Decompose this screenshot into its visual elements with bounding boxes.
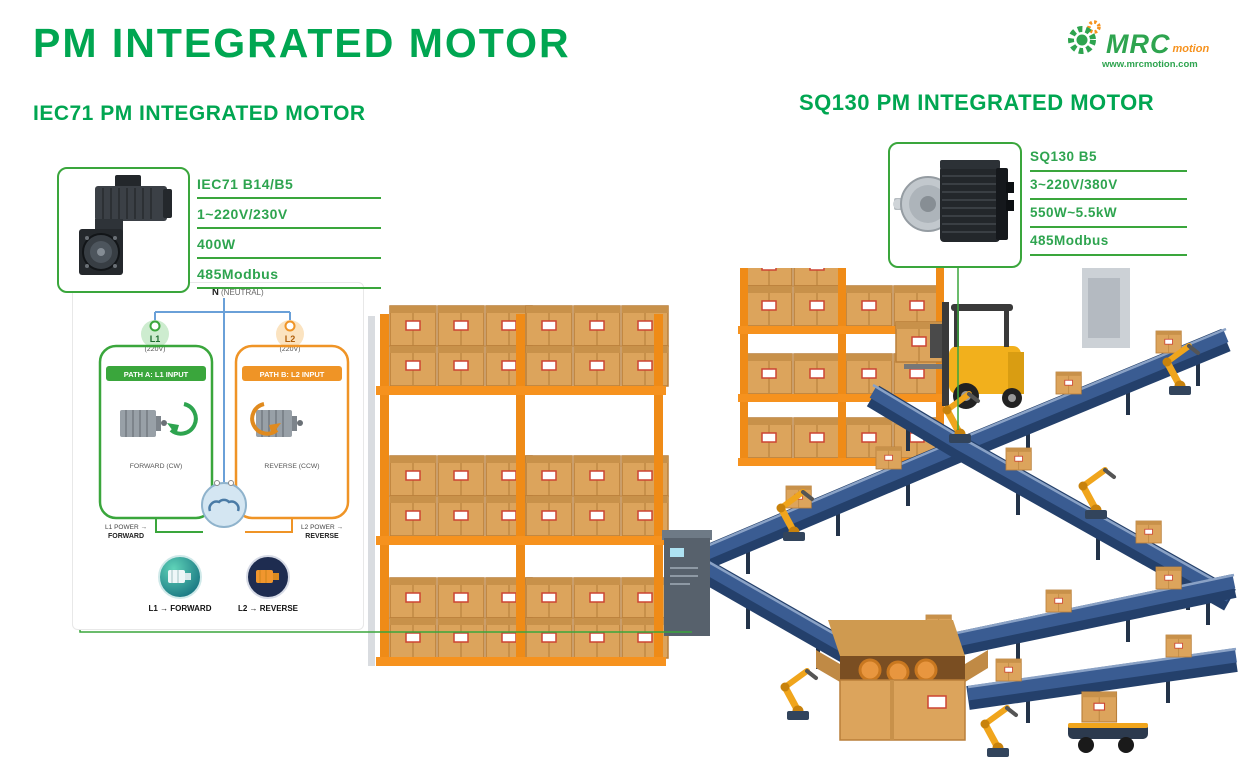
- gear-icon: [1068, 20, 1101, 54]
- wiring-diagram: N (NEUTRAL) L1 (220V) L2 (220V) PATH A: …: [72, 282, 364, 630]
- iec71-heading: IEC71 PM INTEGRATED MOTOR: [33, 102, 366, 125]
- sq130-product-frame: [888, 142, 1022, 268]
- l1-node: L1 (220V): [141, 320, 169, 353]
- reverse-caption: REVERSE (CCW): [264, 463, 319, 470]
- l1-result-label: FORWARD: [108, 533, 144, 540]
- path-b-label: PATH B: L2 INPUT: [260, 370, 325, 379]
- page-title: PM INTEGRATED MOTOR: [33, 20, 571, 66]
- svg-text:L1: L1: [150, 334, 161, 344]
- spec-line: 3~220V/380V: [1030, 172, 1187, 200]
- spec-line: 550W~5.5kW: [1030, 200, 1187, 228]
- l2-node: L2 (220V): [276, 320, 304, 353]
- svg-text:L2: L2: [285, 334, 296, 344]
- robot-arm: [981, 708, 1017, 757]
- sq130-motor-image: [893, 160, 1014, 242]
- machine-cabinet: [1082, 268, 1130, 348]
- forward-caption: FORWARD (CW): [130, 463, 182, 470]
- spec-line: SQ130 B5: [1030, 144, 1187, 172]
- spec-line: 485Modbus: [1030, 228, 1187, 256]
- l2-power-label: L2 POWER →: [301, 524, 343, 531]
- control-cabinet: [662, 530, 712, 636]
- l1-power-label: L1 POWER →: [105, 524, 147, 531]
- agv-robot: [1068, 691, 1148, 753]
- reverse-badge: [246, 555, 290, 599]
- spec-line: 1~220V/230V: [197, 199, 381, 229]
- spec-line: 400W: [197, 229, 381, 259]
- pallet-rack-left: [368, 305, 669, 666]
- robot-arm: [781, 671, 817, 720]
- l2-result-label: REVERSE: [305, 533, 339, 540]
- brand-suffix: motion: [1172, 43, 1210, 55]
- brand-name: MRC: [1106, 29, 1171, 59]
- brand-logo: MRC motion www.mrcmotion.com: [1068, 18, 1228, 70]
- iec71-spec-list: IEC71 B14/B5 1~220V/230V 400W 485Modbus: [197, 169, 381, 289]
- iec71-product-frame: [57, 167, 190, 293]
- open-box: [816, 620, 988, 741]
- legend-reverse: L2 → REVERSE: [238, 604, 299, 613]
- iec71-motor-image: [79, 175, 172, 275]
- neutral-sublabel: (NEUTRAL): [221, 288, 264, 297]
- sq130-heading: SQ130 PM INTEGRATED MOTOR: [799, 90, 1155, 115]
- sq130-spec-list: SQ130 B5 3~220V/380V 550W~5.5kW 485Modbu…: [1030, 144, 1187, 256]
- spec-line: 485Modbus: [197, 259, 381, 289]
- legend-forward: L1 → FORWARD: [149, 604, 212, 613]
- forward-badge: [158, 555, 202, 599]
- path-a-label: PATH A: L1 INPUT: [124, 370, 189, 379]
- neutral-label: N: [212, 287, 219, 298]
- brand-url: www.mrcmotion.com: [1102, 59, 1198, 70]
- warehouse-illustration: [368, 268, 1238, 765]
- spec-line: IEC71 B14/B5: [197, 169, 381, 199]
